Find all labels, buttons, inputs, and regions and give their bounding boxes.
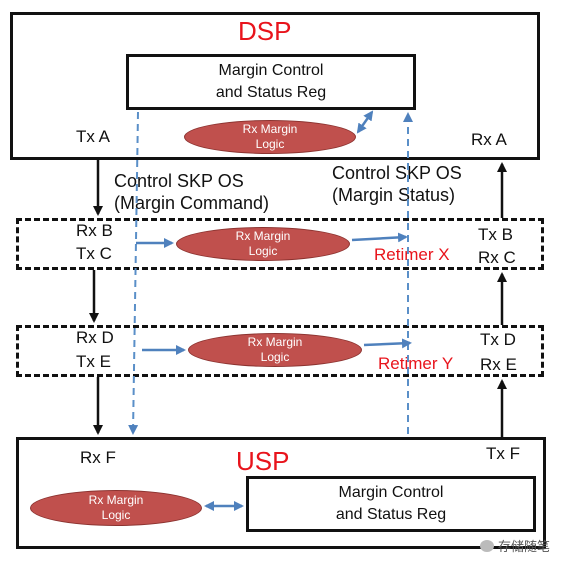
retimer-y-rx-right: Rx E <box>480 355 517 374</box>
retimer-x-rx-left: Rx B <box>76 221 113 240</box>
usp-title: USP <box>236 446 290 476</box>
dsp-block <box>10 12 540 160</box>
retimer-x-name: Retimer X <box>374 245 450 264</box>
dsp-logic-line1: Rx Margin <box>242 122 298 136</box>
watermark-text: 存储随笔 <box>497 539 550 554</box>
retimer-x-tx-right: Tx B <box>478 225 513 244</box>
retimer-y-tx-left: Tx E <box>76 352 111 371</box>
retimer-y-tx-right: Tx D <box>480 330 516 349</box>
usp-logic-line2: Logic <box>101 508 131 522</box>
retimer-y-logic-line1: Rx Margin <box>247 335 303 349</box>
retimer-x-rx-right: Rx C <box>478 248 516 267</box>
dsp-reg-line1: Margin Control <box>218 62 324 79</box>
usp-rx-margin-logic: Rx Margin Logic <box>30 490 202 526</box>
retimer-x-logic-line2: Logic <box>248 244 278 258</box>
down-msg-line2: (Margin Command) <box>114 193 270 213</box>
retimer-y-rx-margin-logic: Rx Margin Logic <box>188 333 362 367</box>
retimer-x-block <box>16 218 544 270</box>
usp-rx-label: Rx F <box>80 448 116 467</box>
retimer-y-logic-line2: Logic <box>260 350 290 364</box>
watermark: 存储随笔 <box>479 536 550 555</box>
dashed-command-line <box>128 111 139 435</box>
dsp-logic-line2: Logic <box>255 137 285 151</box>
retimer-y-block <box>16 325 544 377</box>
dsp-reg-line2: and Status Reg <box>215 84 327 101</box>
dsp-title: DSP <box>238 16 292 46</box>
usp-block <box>16 437 546 549</box>
margin-command-label: Control SKP OS (Margin Command) <box>114 170 269 214</box>
dsp-rx-label: Rx A <box>471 130 507 149</box>
usp-tx-label: Tx F <box>486 444 520 463</box>
margin-status-label: Control SKP OS (Margin Status) <box>332 162 462 206</box>
usp-reg-line1: Margin Control <box>338 484 444 501</box>
retimer-y-out-arrow <box>363 338 412 349</box>
wechat-icon <box>479 539 494 552</box>
retimer-y-name: Retimer Y <box>378 354 454 373</box>
retimer-x-rx-margin-logic: Rx Margin Logic <box>176 227 350 261</box>
retimer-x-out-arrow <box>351 232 408 243</box>
up-msg-line1: Control SKP OS <box>332 163 462 183</box>
retimer-y-rx-left: Rx D <box>76 328 114 347</box>
retimer-x-tx-left: Tx C <box>76 244 112 263</box>
dsp-tx-label: Tx A <box>76 127 111 146</box>
down-msg-line1: Control SKP OS <box>114 171 244 191</box>
dsp-margin-control-status-reg: Margin Control and Status Reg <box>126 54 416 110</box>
up-msg-line2: (Margin Status) <box>332 185 456 205</box>
usp-margin-control-status-reg: Margin Control and Status Reg <box>246 476 536 532</box>
usp-logic-line1: Rx Margin <box>88 493 144 507</box>
dsp-logic-to-reg-arrow <box>356 110 374 134</box>
retimer-x-logic-line1: Rx Margin <box>235 229 291 243</box>
usp-reg-line2: and Status Reg <box>335 506 447 523</box>
dsp-rx-margin-logic: Rx Margin Logic <box>184 120 356 154</box>
